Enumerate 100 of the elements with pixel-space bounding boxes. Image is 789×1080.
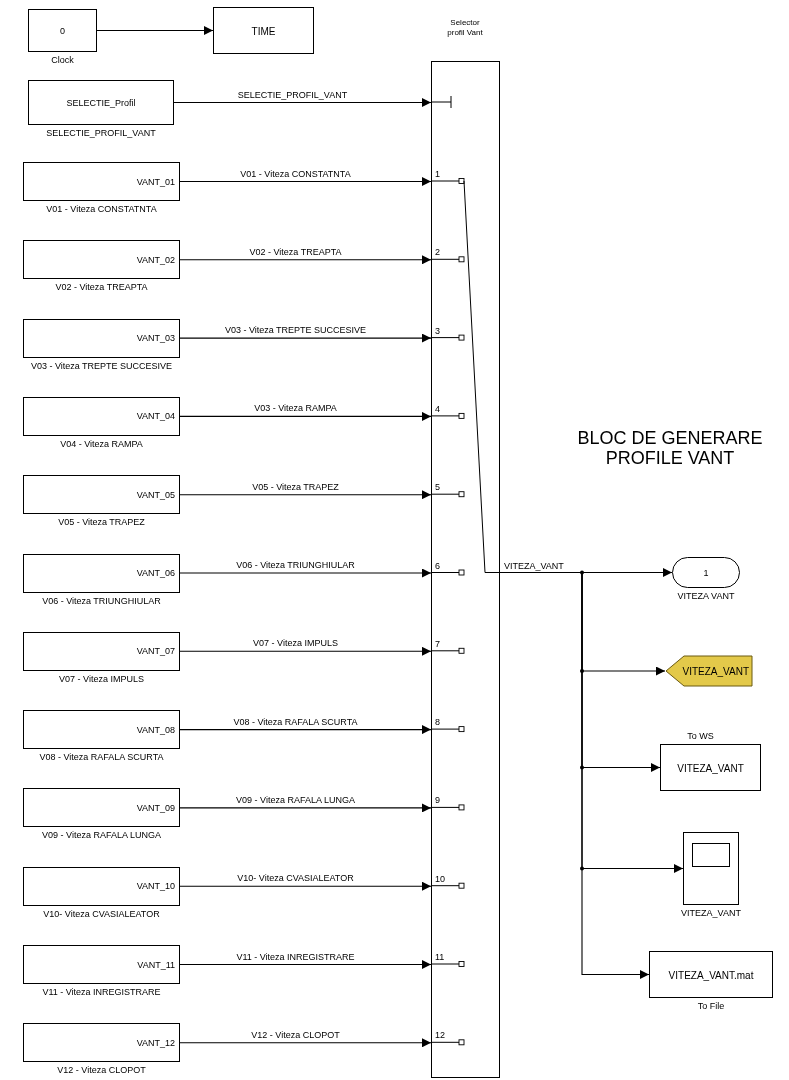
signal-line bbox=[179, 881, 432, 891]
source-block bbox=[23, 1023, 180, 1063]
file-block bbox=[649, 951, 773, 998]
edge-label: SELECTIE_PROFIL_VANT bbox=[237, 89, 348, 101]
edge-label: VITEZA_VANT bbox=[504, 560, 564, 572]
signal-line bbox=[179, 177, 432, 186]
block-text: 0 bbox=[60, 25, 65, 36]
source-block bbox=[23, 788, 180, 828]
block-text: VANT_01 bbox=[136, 176, 175, 187]
signal-line bbox=[179, 803, 432, 813]
block-text: VANT_05 bbox=[136, 489, 175, 501]
port-number: 6 bbox=[435, 560, 440, 572]
edge-label: V03 - Viteza TREPTE SUCCESIVE bbox=[224, 325, 367, 337]
source-block bbox=[23, 162, 180, 201]
block-text: VANT_03 bbox=[136, 332, 175, 344]
display-block bbox=[213, 7, 314, 54]
signal-line bbox=[179, 490, 432, 500]
source-block bbox=[23, 240, 180, 280]
source-block bbox=[23, 318, 180, 358]
port-number: 9 bbox=[435, 795, 440, 807]
signal-line bbox=[179, 411, 432, 421]
port-number: 2 bbox=[435, 247, 440, 259]
source-block bbox=[23, 475, 180, 515]
block-text: VANT_09 bbox=[136, 802, 175, 814]
block-label: V03 - Viteza TREPTE SUCCESIVE bbox=[30, 360, 173, 372]
port-number: 3 bbox=[435, 325, 440, 337]
block-text: VANT_02 bbox=[136, 254, 175, 266]
block-text: VANT_08 bbox=[136, 724, 175, 736]
block-text: VANT_04 bbox=[136, 410, 175, 422]
block-label: V02 - Viteza TREAPTA bbox=[55, 282, 148, 294]
block-text: VANT_12 bbox=[136, 1037, 175, 1049]
source-block bbox=[23, 631, 180, 671]
port-number: 10 bbox=[435, 873, 445, 885]
block-label: V05 - Viteza TRAPEZ bbox=[58, 517, 145, 529]
block-label: V04 - Viteza RAMPA bbox=[60, 438, 143, 450]
block-label: V08 - Viteza RAFALA SCURTA bbox=[39, 752, 164, 764]
signal-line bbox=[179, 725, 432, 735]
port-number: 5 bbox=[435, 482, 440, 494]
diagram-title: BLOC DE GENERARE PROFILE VANT bbox=[576, 428, 764, 468]
edge-label: V11 - Viteza INREGISTRARE bbox=[236, 951, 355, 963]
signal-line bbox=[179, 1038, 432, 1048]
outport-block bbox=[672, 557, 740, 588]
block-label: Clock bbox=[51, 55, 74, 66]
source-block bbox=[23, 396, 180, 436]
source-block bbox=[23, 866, 180, 906]
port-number: 12 bbox=[435, 1030, 445, 1042]
signal-line bbox=[179, 960, 432, 969]
source-block bbox=[23, 945, 180, 984]
block-text: VITEZA_VANT bbox=[682, 665, 749, 677]
block-label: VITEZA_VANT bbox=[681, 908, 741, 919]
block-label: VITEZA VANT bbox=[677, 591, 735, 602]
block-text: SELECTIE_Profil bbox=[66, 97, 136, 108]
block-label: V09 - Viteza RAFALA LUNGA bbox=[42, 830, 161, 842]
edge-label: V02 - Viteza TREAPTA bbox=[249, 246, 342, 258]
scope-block bbox=[683, 832, 739, 905]
port-number: 1 bbox=[435, 169, 440, 180]
block-label: V12 - Viteza CLOPOT bbox=[57, 1065, 146, 1077]
source-block bbox=[23, 553, 180, 593]
workspace-block bbox=[660, 744, 761, 791]
block-label: V11 - Viteza INREGISTRARE bbox=[42, 987, 161, 998]
block-label: V01 - Viteza CONSTATNTA bbox=[46, 204, 157, 215]
block-label: SELECTIE_PROFIL_VANT bbox=[46, 128, 156, 139]
block-text: VANT_07 bbox=[136, 645, 175, 657]
edge-label: V12 - Viteza CLOPOT bbox=[251, 1029, 340, 1041]
block-text: TIME bbox=[251, 25, 276, 36]
edge-label: V08 - Viteza RAFALA SCURTA bbox=[233, 716, 358, 728]
edge-label: V10- Viteza CVASIALEATOR bbox=[237, 873, 354, 885]
source-block bbox=[23, 710, 180, 750]
constant-block bbox=[28, 80, 174, 125]
edge-label: V03 - Viteza RAMPA bbox=[254, 403, 337, 415]
port-number: 11 bbox=[435, 952, 445, 963]
block-label: To File bbox=[697, 1001, 725, 1012]
edge-label: V07 - Viteza IMPULS bbox=[253, 638, 338, 650]
signal-line bbox=[179, 646, 432, 656]
port-number: 7 bbox=[435, 638, 440, 650]
block-text: VITEZA_VANT.mat bbox=[668, 969, 754, 980]
block-label: V07 - Viteza IMPULS bbox=[59, 673, 144, 685]
port-number: 4 bbox=[435, 403, 440, 415]
block-label: V10- Viteza CVASIALEATOR bbox=[43, 908, 160, 920]
signal-line bbox=[173, 98, 432, 107]
signal-line bbox=[179, 568, 432, 578]
signal-line bbox=[96, 26, 214, 35]
port-number: 8 bbox=[435, 717, 440, 729]
signal-line bbox=[179, 333, 432, 343]
block-label: To WS bbox=[687, 731, 714, 742]
block-text: VANT_11 bbox=[137, 959, 175, 970]
edge-label: V09 - Viteza RAFALA LUNGA bbox=[236, 794, 355, 806]
block-label: V06 - Viteza TRIUNGHIULAR bbox=[42, 595, 161, 607]
block-text: VANT_06 bbox=[136, 567, 175, 579]
edge-label: V01 - Viteza CONSTATNTA bbox=[240, 168, 351, 180]
edge-label: V05 - Viteza TRAPEZ bbox=[252, 481, 339, 493]
block-title: Selector profil Vant bbox=[446, 18, 484, 38]
block-text: VITEZA_VANT bbox=[677, 762, 744, 773]
signal-line bbox=[179, 255, 432, 265]
clock-block bbox=[28, 9, 97, 52]
goto-tag-block bbox=[665, 655, 753, 687]
block-text: VANT_10 bbox=[136, 880, 175, 892]
signal-line bbox=[497, 571, 650, 979]
block-text: 1 bbox=[703, 567, 709, 578]
edge-label: V06 - Viteza TRIUNGHIULAR bbox=[236, 560, 355, 571]
